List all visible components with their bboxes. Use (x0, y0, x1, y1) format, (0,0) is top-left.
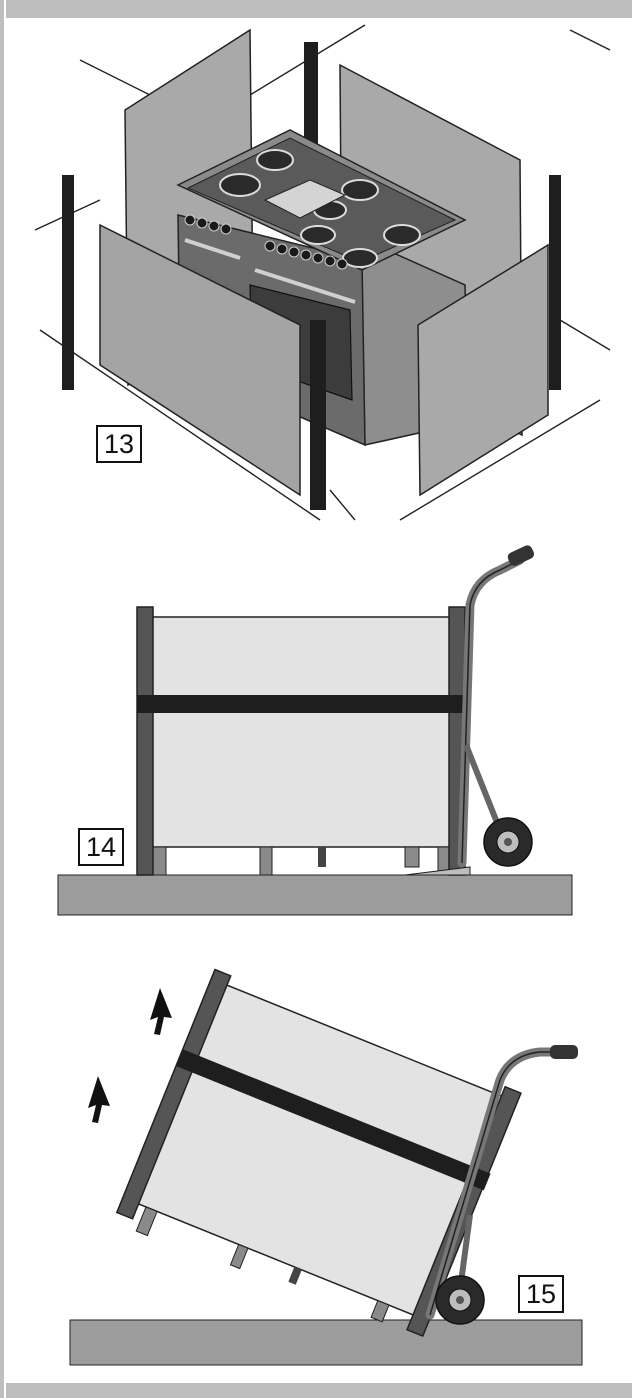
top-header-bar (6, 0, 632, 18)
figure-13-label: 13 (96, 425, 142, 463)
figure-13: 13 (0, 20, 637, 540)
hand-truck-tilted-illustration (69, 968, 583, 1366)
figure-14: 14 (0, 545, 637, 920)
figure-15-label: 15 (518, 1275, 564, 1313)
bottom-footer-bar (6, 1383, 632, 1398)
hand-truck-upright-illustration (57, 545, 573, 916)
figure-15: 15 (0, 960, 637, 1380)
range-cooker-packaging-illustration (34, 24, 611, 521)
figure-14-label: 14 (78, 828, 124, 866)
left-margin-rule (0, 0, 4, 1398)
